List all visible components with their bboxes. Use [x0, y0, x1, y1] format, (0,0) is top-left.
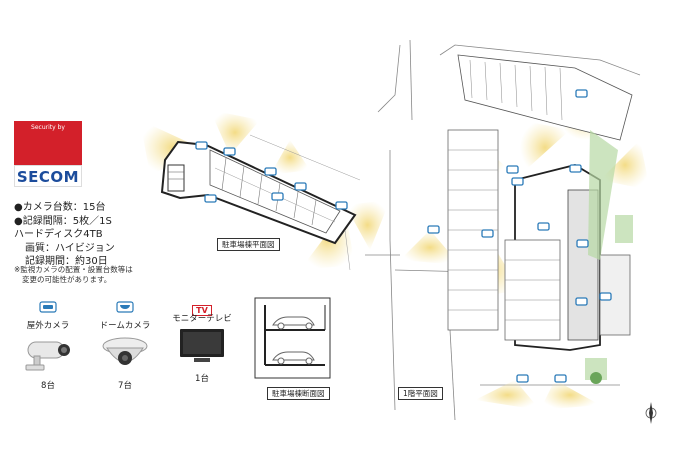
logo-security-by: Security by [31, 124, 65, 131]
dome-camera-mark-icon [116, 301, 134, 313]
logo-brand: SECOM [14, 165, 82, 187]
spec-list: ●カメラ台数：15台 ●記録間隔：5枚／1S ハードディスク4TB 画質：ハイビ… [14, 201, 115, 269]
caption-parking-section: 駐車場棟断面図 [267, 387, 330, 400]
spec-period: 記録期間：約30日 [25, 256, 108, 267]
dome-camera-icon [102, 337, 148, 365]
device-outdoor-camera: 屋外カメラ 8台 [13, 298, 83, 392]
camera-marker [506, 165, 519, 174]
device-count: 8台 [41, 381, 55, 391]
device-label: モニターテレビ [172, 314, 232, 324]
caption-floor1-plan: 1階平面図 [398, 387, 443, 400]
note-line-1: ※監視カメラの配置・設置台数等は [14, 265, 133, 274]
camera-marker [554, 374, 567, 383]
tv-badge: TV [192, 305, 212, 316]
secom-logo: Security by SECOM [14, 121, 82, 187]
camera-marker [575, 297, 588, 306]
camera-marker [576, 239, 589, 248]
device-dome-camera: ドームカメラ 7台 [90, 298, 160, 392]
spec-quality: 画質：ハイビジョン [25, 242, 115, 254]
camera-marker [575, 89, 588, 98]
spec-hdd: ハードディスク4TB [14, 229, 103, 240]
tv-icon [180, 329, 224, 362]
camera-marker [481, 229, 494, 238]
camera-marker [537, 222, 550, 231]
camera-marker [569, 164, 582, 173]
device-label: ドームカメラ [99, 321, 151, 331]
camera-marker [599, 292, 612, 301]
camera-marker [195, 141, 208, 150]
outdoor-camera-icon [25, 341, 70, 371]
device-label: 屋外カメラ [26, 321, 70, 331]
camera-marker [271, 192, 284, 201]
parking-section [254, 297, 331, 379]
roads [365, 39, 641, 421]
note-line-2: 変更の可能性があります。 [22, 275, 112, 284]
logo-red-block [14, 121, 82, 165]
camera-marker [264, 167, 277, 176]
main-plan [400, 54, 657, 424]
caption-parking-plan: 駐車場棟平面図 [217, 238, 280, 251]
camera-marker [516, 374, 529, 383]
camera-marker [335, 201, 348, 210]
device-monitor-tv: TV モニターテレビ 1台 [167, 298, 237, 385]
spec-record-interval: ●記録間隔：5枚／1S [14, 215, 112, 227]
camera-marker [294, 182, 307, 191]
parking-plan [140, 110, 390, 271]
spec-camera-count: ●カメラ台数：15台 [14, 202, 106, 213]
camera-marker [204, 194, 217, 203]
disclaimer-note: ※監視カメラの配置・設置台数等は 変更の可能性があります。 [14, 265, 133, 285]
camera-marker [427, 225, 440, 234]
device-count: 7台 [118, 381, 132, 391]
camera-marker [511, 177, 524, 186]
device-count: 1台 [195, 374, 209, 384]
outdoor-camera-mark-icon [39, 301, 57, 313]
camera-marker [223, 147, 236, 156]
